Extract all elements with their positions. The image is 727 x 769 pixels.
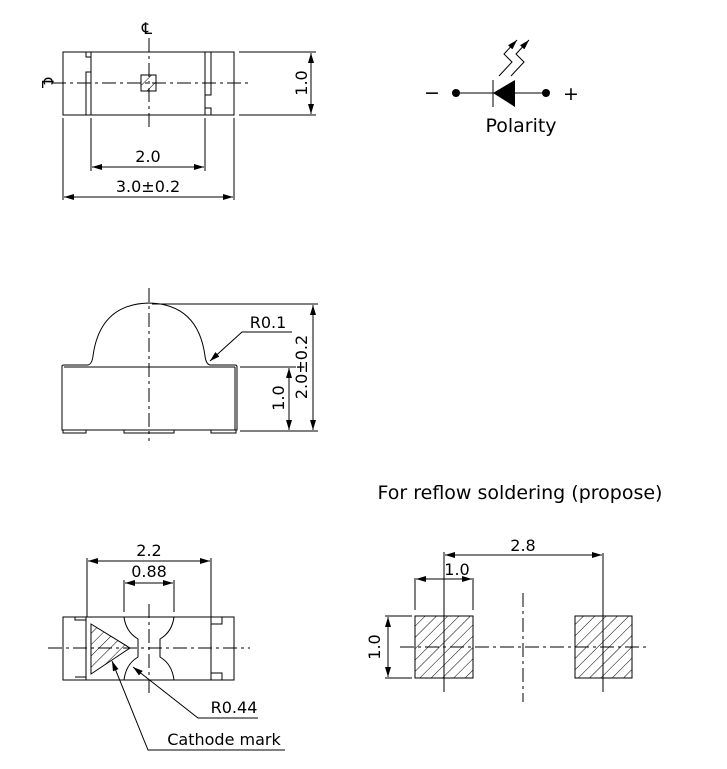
- solder-footprint: For reflow soldering (propose) 2.8 1.0 1…: [365, 482, 662, 702]
- dim-pad-height-label: 1.0: [365, 634, 384, 659]
- dim-ext-lines: [62, 118, 235, 200]
- dim-total-label: 2.0±0.2: [292, 335, 311, 399]
- r044-label: R0.44: [211, 698, 258, 717]
- centerline-symbol-h: ℄: [38, 77, 57, 89]
- footprint-title: For reflow soldering (propose): [378, 482, 663, 504]
- dim-inner-label: 2.0: [135, 147, 160, 166]
- dim-ext-lines: [239, 51, 316, 116]
- dim-waist-label: 0.88: [131, 562, 167, 581]
- cathode-leader: [111, 660, 285, 751]
- radius-leader: [209, 331, 292, 362]
- dim-ext-lines: [152, 303, 318, 432]
- anode-dot: [542, 89, 550, 97]
- light-arrow-icon: [498, 39, 518, 77]
- side-view: 2.0±0.2 1.0 R0.1: [61, 288, 318, 441]
- dim-body-label: 1.0: [269, 385, 288, 410]
- dim-pad-width-label: 1.0: [444, 560, 469, 579]
- dim-overall-label: 3.0±0.2: [116, 177, 180, 196]
- top-view: ℄ ℄ 1.0 2.0 3.0±0.2: [38, 19, 316, 200]
- r044-leader: [132, 666, 258, 719]
- dim-ext-lines: [86, 558, 212, 617]
- dim-height-label: 1.0: [292, 70, 311, 95]
- dim-outer-label: 2.2: [136, 541, 161, 560]
- cathode-mark-triangle: [90, 623, 131, 675]
- dim-pitch-label: 2.8: [510, 536, 535, 555]
- cathode-label: Cathode mark: [167, 730, 281, 749]
- chip-die: [140, 74, 157, 92]
- side-body-with-lens: [61, 302, 238, 431]
- light-arrow-icon: [510, 39, 530, 77]
- diode-triangle: [493, 80, 515, 107]
- minus-sign: −: [424, 82, 440, 104]
- dim-ext-lines: [385, 552, 604, 692]
- dim-ext-lines: [90, 118, 206, 171]
- plus-sign: +: [563, 83, 579, 105]
- bottom-view: 2.2 0.88 R0.44 Cathode mark: [48, 541, 285, 751]
- centerline-symbol-v: ℄: [141, 19, 153, 38]
- polarity-symbol: − + Polarity: [424, 39, 579, 137]
- polarity-label: Polarity: [485, 115, 556, 137]
- radius-label: R0.1: [250, 313, 287, 332]
